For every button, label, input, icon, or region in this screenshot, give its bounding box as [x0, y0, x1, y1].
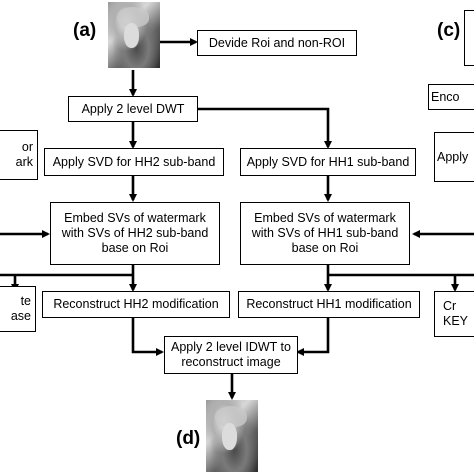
watermark-image-partial	[464, 10, 474, 66]
node-left-watermark-partial: or ark	[0, 130, 38, 180]
node-apply-idwt: Apply 2 level IDWT to reconstruct image	[164, 336, 298, 374]
arrow-recon-hh1-to-idwt	[296, 317, 330, 356]
label-c: (c)	[437, 20, 461, 41]
image-face-shape	[221, 423, 238, 451]
node-apply-dwt: Apply 2 level DWT	[68, 96, 198, 122]
image-hat-shape	[117, 7, 149, 28]
label-a: (a)	[73, 20, 97, 41]
label-d: (d)	[176, 428, 201, 449]
arrow-dwt-to-svd-hh1	[198, 107, 332, 149]
input-image	[108, 2, 160, 68]
image-hat-shape	[215, 405, 247, 428]
node-embed-hh1: Embed SVs of watermark with SVs of HH1 s…	[240, 202, 410, 265]
node-right-create-key-partial: Cr KEY	[434, 291, 474, 337]
node-reconstruct-hh1: Reconstruct HH1 modification	[238, 291, 420, 318]
image-face-shape	[123, 23, 140, 49]
output-image	[206, 400, 258, 472]
node-left-key-partial: te ase	[0, 286, 36, 332]
node-embed-hh2: Embed SVs of watermark with SVs of HH2 s…	[50, 202, 220, 265]
node-reconstruct-hh2: Reconstruct HH2 modification	[42, 291, 230, 318]
arrow-recon-hh2-to-idwt	[131, 317, 164, 356]
node-svd-hh2: Apply SVD for HH2 sub-band	[44, 148, 224, 176]
node-svd-hh1: Apply SVD for HH1 sub-band	[240, 148, 416, 176]
node-divide-roi: Devide Roi and non-ROI	[197, 30, 357, 56]
node-right-encode-partial: Enco	[428, 84, 474, 110]
node-right-apply-partial: Apply	[434, 132, 474, 182]
